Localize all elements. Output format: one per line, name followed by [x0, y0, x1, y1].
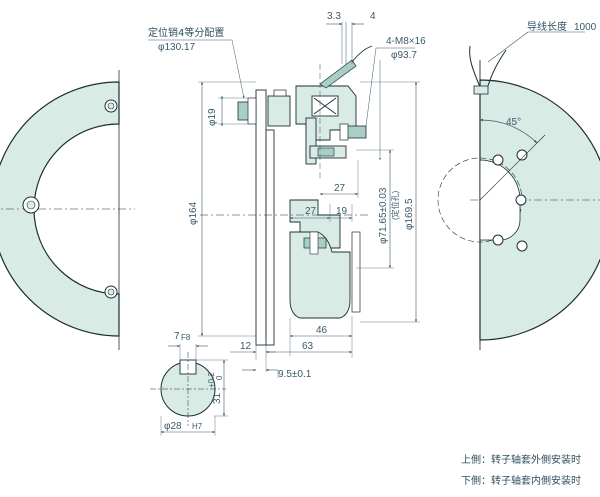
center-section-view — [200, 45, 373, 346]
dia-164-label: φ164 — [188, 201, 199, 225]
m8-bolt — [345, 125, 367, 139]
legend: 上側：转子轴套外側安装时 下側：转子轴套内側安装时 — [461, 453, 581, 487]
lead-wire-leader — [487, 31, 529, 63]
right-45deg-line — [479, 134, 546, 201]
lead-wire-section — [351, 45, 373, 63]
m8-bolt-head — [339, 123, 349, 141]
legend-lower-side: 下側：转子轴套内側安装时 — [461, 474, 581, 487]
keyway-detail: 7 F8 31 +0.2 0 φ28 H7 — [150, 331, 228, 436]
dowel-pin-note: 定位销4等分配置 — [148, 26, 224, 39]
lead-connector — [319, 59, 357, 89]
right-hole-2 — [516, 149, 528, 161]
dim-63: 63 — [302, 341, 314, 352]
dowel-pin-head — [247, 97, 257, 125]
left-bolt-hole-bottom — [104, 285, 118, 299]
lower-body-rounded — [289, 231, 351, 319]
right-hole-5 — [516, 240, 528, 252]
dowel-cap — [273, 89, 287, 97]
lead-wires — [469, 45, 507, 95]
lower-bolt-head — [309, 231, 319, 255]
right-hole-4 — [492, 234, 504, 246]
key-width-label: 7 — [174, 331, 180, 342]
left-bolt-hole-middle — [22, 196, 40, 214]
dia-169-label: φ169.5 — [404, 198, 415, 230]
dia-130-label: φ130.17 — [158, 42, 196, 53]
dia-71-label: φ71.65±0.03 — [378, 187, 389, 244]
lead-wire-label: 导线长度 — [527, 20, 567, 33]
rotor-hub — [265, 129, 275, 346]
dim-19-lower: 19 — [336, 206, 348, 217]
key-depth-tol-upper: +0.2 — [207, 372, 216, 388]
key-depth-tol-lower: 0 — [215, 375, 224, 380]
right-angle-arc — [479, 118, 538, 144]
bore-dia-label: φ28 — [164, 421, 182, 432]
dim-27-lower: 27 — [305, 206, 317, 217]
lead-wire-value: 1000 — [574, 22, 597, 33]
left-bolt-hole-top — [104, 99, 118, 113]
right-hole-1 — [492, 154, 504, 166]
right-disc-face — [479, 79, 600, 341]
dimensions: 3.3 4 4-M8×16 φ93.7 定位销4等分配置 φ130.17 φ19… — [148, 11, 426, 380]
dim-3-3: 3.3 — [327, 11, 341, 22]
bore-tol-label: H7 — [192, 422, 203, 431]
dia-19-label: φ19 — [207, 108, 218, 126]
right-face-view: 45° 导线长度 1000 — [437, 20, 600, 350]
coil-cross — [313, 97, 337, 115]
lower-flange — [351, 231, 361, 313]
dim-4: 4 — [370, 11, 376, 22]
housing-bolt — [317, 147, 335, 157]
housing-stem — [305, 117, 317, 165]
legend-upper-side: 上側：转子轴套外側安装时 — [461, 453, 581, 466]
dim-46: 46 — [316, 325, 328, 336]
key-width-tol: F8 — [181, 333, 191, 342]
right-hole-3 — [515, 194, 527, 206]
left-disc-annulus — [0, 81, 120, 337]
dim-12: 12 — [240, 341, 252, 352]
dowel-block — [267, 95, 291, 127]
dia-93-label: φ93.7 — [391, 50, 417, 61]
key-depth-label: 31 — [212, 392, 223, 404]
left-face-view — [0, 70, 135, 350]
bolts-label: 4-M8×16 — [386, 36, 426, 47]
locating-hole-label: (定位孔) — [390, 190, 400, 220]
dim-27-upper: 27 — [334, 183, 346, 194]
armature-plate — [255, 89, 267, 346]
dim-9-5: 9.5±0.1 — [278, 369, 312, 380]
angle-45-label: 45° — [506, 117, 521, 128]
